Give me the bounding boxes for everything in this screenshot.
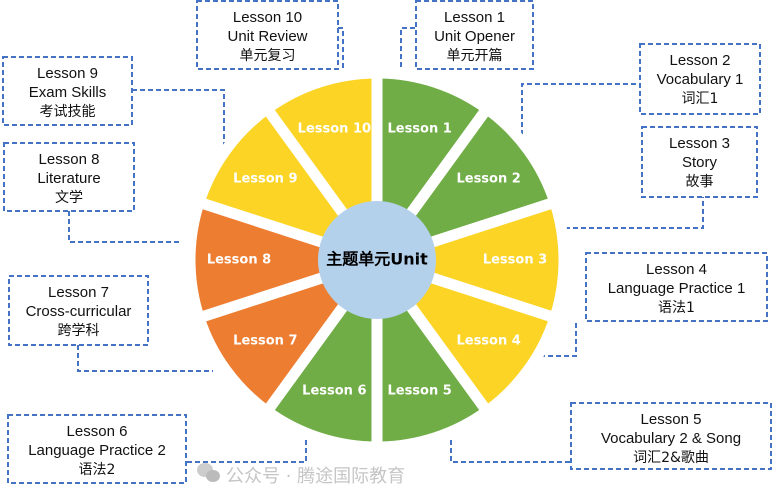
- connector-lesson-10: [338, 27, 344, 75]
- lesson-box-number: Lesson 2: [670, 52, 731, 69]
- lesson-box-title: Cross-curricular: [26, 303, 132, 320]
- lesson-box-border: [3, 142, 135, 212]
- watermark-text: 公众号 · 腾途国际教育: [226, 466, 405, 486]
- wheel-label-lesson-4: Lesson 4: [456, 334, 520, 349]
- lesson-box-border: [585, 252, 768, 322]
- lesson-box-10: Lesson 10 Unit Review 单元复习: [196, 0, 339, 70]
- lesson-box-chinese: 故事: [686, 174, 714, 190]
- lesson-box-number: Lesson 6: [67, 423, 128, 440]
- connector-lesson-1: [400, 27, 416, 75]
- wechat-icon: [197, 463, 220, 482]
- connectors: [68, 27, 704, 463]
- center-circle: [318, 201, 436, 319]
- lesson-box-title: Vocabulary 1: [657, 71, 744, 88]
- connector-lesson-6: [186, 440, 307, 463]
- lesson-box-title: Exam Skills: [29, 84, 107, 101]
- lesson-box-title: Language Practice 1: [608, 280, 746, 297]
- wheel-label-lesson-5: Lesson 5: [387, 384, 451, 399]
- lesson-box-border: [8, 275, 149, 346]
- connector-lesson-5: [450, 440, 571, 463]
- lesson-box-number: Lesson 8: [39, 151, 100, 168]
- wheel-label-lesson-10: Lesson 10: [298, 121, 371, 136]
- lesson-box-border: [2, 56, 133, 126]
- lesson-box-border: [196, 0, 339, 70]
- connector-lesson-8: [68, 211, 182, 243]
- lesson-box-chinese: 文学: [55, 190, 83, 206]
- lesson-box-4: Lesson 4 Language Practice 1 语法1: [585, 252, 768, 322]
- lesson-box-border: [415, 0, 534, 70]
- wheel-label-lesson-1: Lesson 1: [387, 121, 451, 136]
- lesson-box-title: Story: [682, 154, 718, 171]
- wheel-label-lesson-3: Lesson 3: [483, 253, 547, 268]
- connector-lesson-9: [132, 89, 225, 148]
- lesson-box-number: Lesson 1: [444, 9, 505, 26]
- lesson-box-title: Literature: [37, 170, 100, 187]
- lesson-box-number: Lesson 9: [37, 65, 98, 82]
- connector-lesson-7: [77, 345, 213, 372]
- wheel-label-lesson-2: Lesson 2: [456, 171, 520, 186]
- connector-lesson-4: [540, 321, 577, 357]
- lesson-box-chinese: 语法2: [79, 462, 116, 478]
- wheel-label-lesson-8: Lesson 8: [207, 253, 271, 268]
- wheel-label-lesson-7: Lesson 7: [233, 334, 297, 349]
- lesson-box-chinese: 单元开篇: [447, 48, 503, 64]
- lesson-box-chinese: 考试技能: [40, 104, 96, 120]
- center-label: 主题单元Unit: [326, 250, 428, 269]
- lesson-box-border: [641, 126, 758, 198]
- lesson-box-6: Lesson 6 Language Practice 2 语法2: [7, 414, 187, 484]
- lesson-box-3: Lesson 3 Story 故事: [641, 126, 758, 198]
- lesson-box-chinese: 跨学科: [58, 323, 100, 339]
- lesson-box-border: [570, 402, 772, 470]
- lesson-box-number: Lesson 7: [48, 284, 109, 301]
- connector-lesson-3: [565, 197, 704, 229]
- lesson-box-5: Lesson 5 Vocabulary 2 & Song 词汇2&歌曲: [570, 402, 772, 470]
- lesson-box-border: [7, 414, 187, 484]
- lesson-box-7: Lesson 7 Cross-curricular 跨学科: [8, 275, 149, 346]
- lesson-box-title: Unit Opener: [434, 28, 515, 45]
- lesson-box-title: Vocabulary 2 & Song: [601, 430, 741, 447]
- lesson-box-number: Lesson 3: [669, 135, 730, 152]
- lesson-box-9: Lesson 9 Exam Skills 考试技能: [2, 56, 133, 126]
- lesson-wheel: Lesson 1 Lesson 2 Lesson 3 Lesson 4 Lesson 5…: [184, 67, 570, 453]
- lesson-box-8: Lesson 8 Literature 文学: [3, 142, 135, 212]
- connector-lesson-2: [521, 83, 640, 143]
- lesson-box-title: Unit Review: [227, 28, 307, 45]
- wheel-label-lesson-6: Lesson 6: [302, 384, 366, 399]
- lesson-box-chinese: 单元复习: [240, 47, 296, 64]
- lesson-box-number: Lesson 10: [233, 9, 302, 26]
- lesson-box-title: Language Practice 2: [28, 442, 166, 459]
- lesson-box-number: Lesson 5: [641, 411, 702, 428]
- lesson-box-2: Lesson 2 Vocabulary 1 词汇1: [639, 43, 761, 115]
- wheel-label-lesson-9: Lesson 9: [233, 171, 297, 186]
- watermark: 公众号 · 腾途国际教育: [197, 463, 405, 486]
- lesson-box-chinese: 词汇2&歌曲: [633, 450, 709, 466]
- lesson-box-1: Lesson 1 Unit Opener 单元开篇: [415, 0, 534, 70]
- lesson-box-chinese: 语法1: [658, 300, 695, 316]
- lesson-box-number: Lesson 4: [646, 261, 707, 278]
- lesson-box-border: [639, 43, 761, 115]
- lesson-box-chinese: 词汇1: [682, 91, 719, 107]
